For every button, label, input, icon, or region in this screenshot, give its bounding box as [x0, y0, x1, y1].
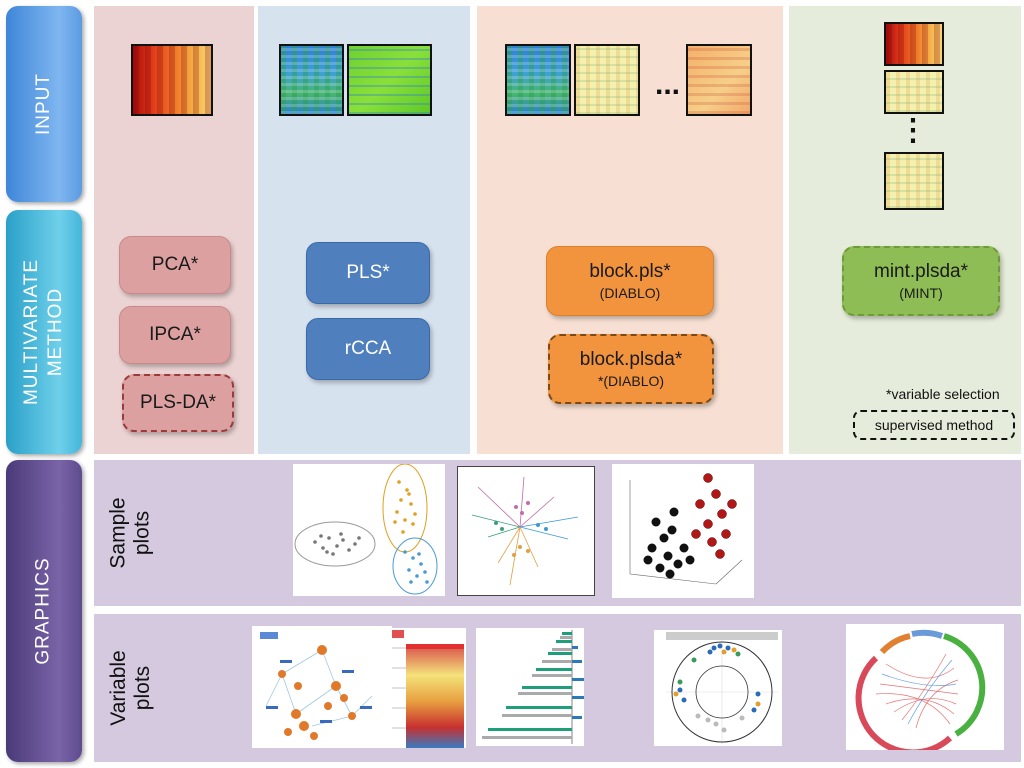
vertical-ellipsis: ⋮ — [898, 114, 928, 147]
legend-supervised-label: supervised method — [874, 417, 994, 433]
sample-plots-line2: plots — [131, 510, 155, 556]
variable-plot-circos — [846, 624, 1004, 750]
variable-plots-title: Variable plots — [100, 614, 162, 762]
method-ipca: IPCA* — [119, 306, 231, 364]
input-heatmap-studyk — [884, 152, 944, 210]
method-plsda-label: PLS-DA* — [139, 392, 217, 413]
method-pca: PCA* — [119, 236, 231, 294]
sample-plot-ellipses — [293, 464, 445, 596]
graphics-row-header: GRAPHICS — [6, 460, 82, 762]
input-heatmap-x — [279, 44, 344, 116]
method-block-plsda-sub: *(DIABLO) — [597, 373, 665, 389]
method-pca-label: PCA* — [151, 254, 199, 275]
method-row-header: MULTIVARIATE METHOD — [6, 210, 82, 454]
input-heatmap-study1 — [884, 22, 944, 66]
method-block-plsda-label: block.plsda* — [579, 349, 683, 370]
legend-variable-selection: *variable selection — [886, 386, 1000, 402]
input-heatmap-y — [347, 44, 432, 116]
method-label-line1: MULTIVARIATE — [21, 258, 43, 406]
method-mint: mint.plsda* (MINT) — [842, 246, 1000, 316]
method-label: MULTIVARIATE METHOD — [20, 259, 68, 405]
method-rcca: rCCA — [306, 318, 430, 380]
input-heatmap-block1 — [505, 44, 571, 116]
sample-plots-title: Sample plots — [100, 460, 162, 606]
sample-plot-arrows — [457, 466, 595, 596]
method-pls: PLS* — [306, 242, 430, 304]
method-mint-label: mint.plsda* — [874, 261, 968, 282]
graphics-label: GRAPHICS — [33, 557, 54, 665]
method-mint-sub: (MINT) — [899, 285, 943, 301]
variable-plot-correlation-circle — [654, 630, 782, 746]
method-pls-label: PLS* — [346, 262, 390, 283]
input-heatmap-blockk — [686, 44, 752, 116]
sample-plot-3d — [612, 464, 754, 598]
variable-plot-network — [252, 626, 392, 748]
method-block-pls: block.pls* (DIABLO) — [546, 246, 714, 316]
input-row-header: INPUT — [6, 6, 82, 202]
method-rcca-label: rCCA — [344, 338, 392, 359]
variable-plot-heatmap — [390, 628, 466, 748]
method-label-line2: METHOD — [45, 287, 67, 377]
horizontal-ellipsis: ... — [655, 68, 681, 101]
variable-plots-line2: plots — [131, 665, 154, 711]
variable-plots-line1: Variable — [107, 650, 130, 726]
input-heatmap-study2 — [884, 70, 944, 114]
method-ipca-label: IPCA* — [149, 324, 201, 345]
input-heatmap-block2 — [574, 44, 640, 116]
sample-plots-line1: Sample — [107, 497, 131, 569]
method-plsda: PLS-DA* — [122, 374, 234, 432]
variable-plot-loadings — [476, 628, 584, 746]
input-label: INPUT — [33, 73, 54, 135]
method-block-pls-sub: (DIABLO) — [599, 285, 661, 301]
legend-supervised-method: supervised method — [853, 410, 1015, 440]
method-block-pls-label: block.pls* — [589, 261, 671, 282]
method-block-plsda: block.plsda* *(DIABLO) — [548, 334, 714, 404]
input-heatmap-single — [131, 44, 213, 116]
